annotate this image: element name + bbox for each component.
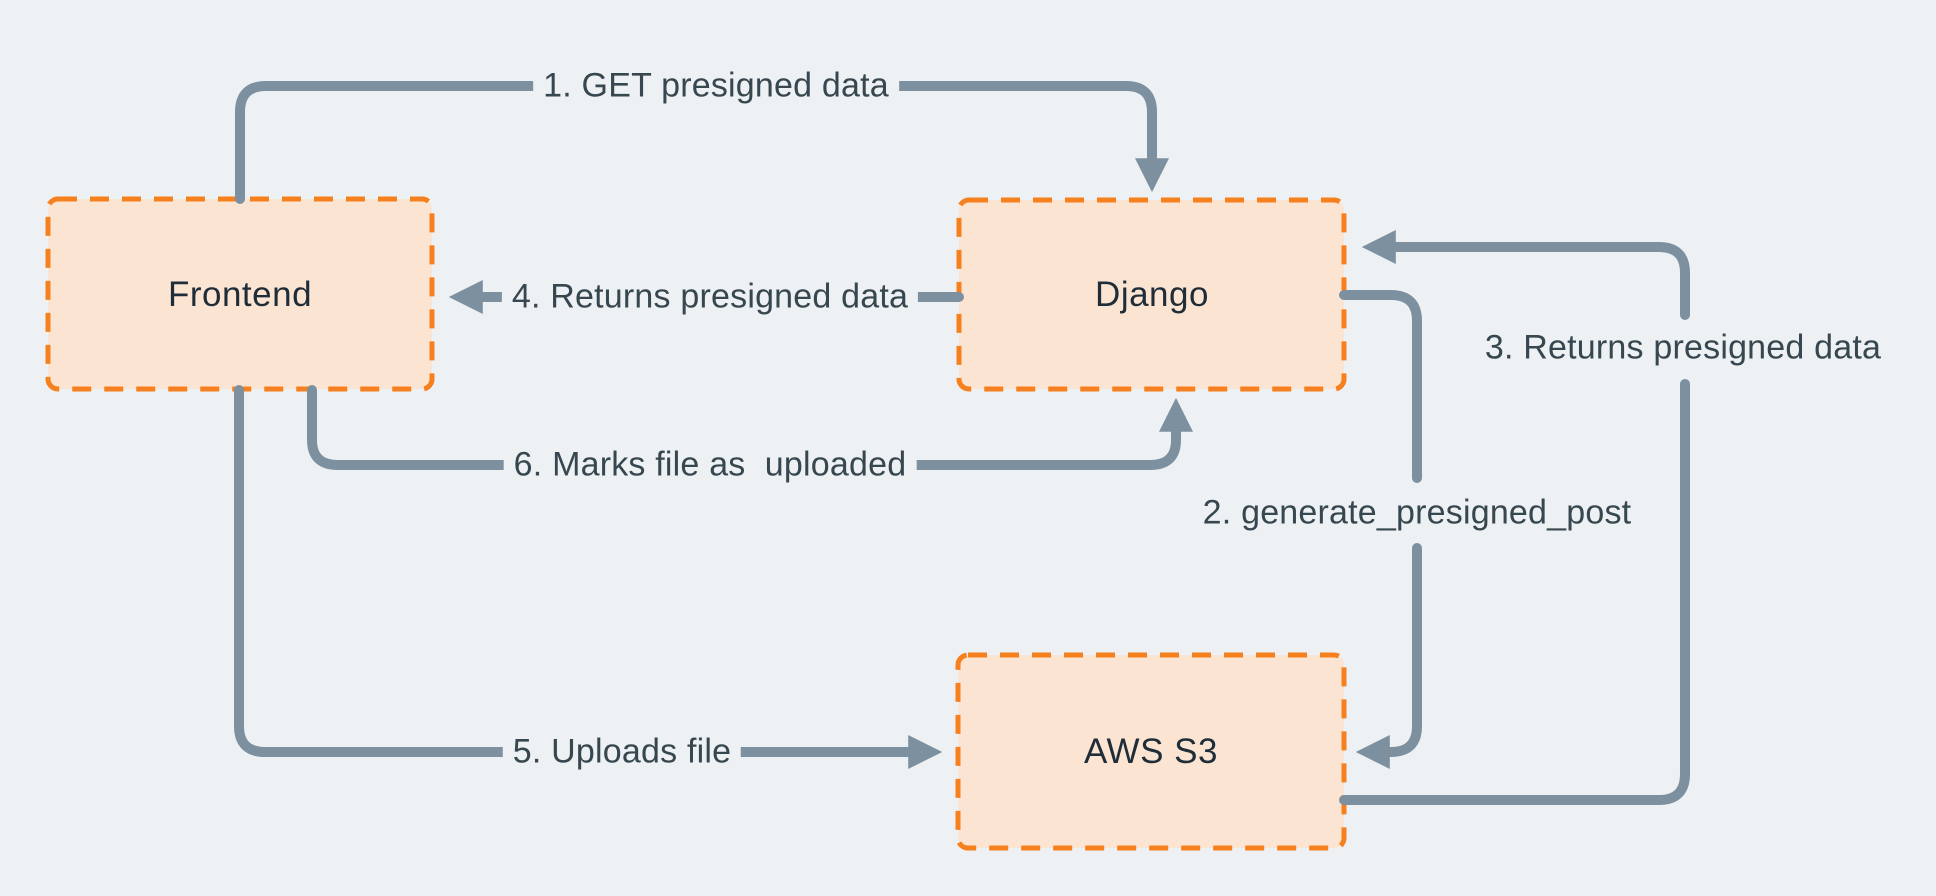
- edge-label-6-marks-file-uploaded: 6. Marks file as uploaded: [503, 441, 917, 489]
- node-django-label: Django: [1095, 275, 1209, 314]
- edge-2-generate-presigned-post: [1339, 290, 1422, 752]
- edge-label-4-returns-presigned-data: 4. Returns presigned data: [501, 273, 919, 321]
- edge-1-get-presigned-data: [235, 81, 1152, 204]
- node-aws-s3-box: [955, 652, 1347, 851]
- edge-label-2-generate-presigned-post: 2. generate_presigned_post: [1192, 489, 1642, 537]
- edge-5-uploads-file: [234, 385, 915, 752]
- edge-3-returns-presigned-data: [1339, 247, 1690, 805]
- node-aws-s3-label: AWS S3: [1084, 732, 1218, 771]
- edge-6-marks-file-uploaded: [307, 385, 1176, 470]
- edge-label-5-uploads-file: 5. Uploads file: [502, 728, 742, 776]
- node-frontend-label: Frontend: [167, 275, 313, 314]
- edge-label-1-get-presigned-data: 1. GET presigned data: [533, 62, 899, 110]
- edge-label-3-returns-presigned-data: 3. Returns presigned data: [1474, 324, 1892, 372]
